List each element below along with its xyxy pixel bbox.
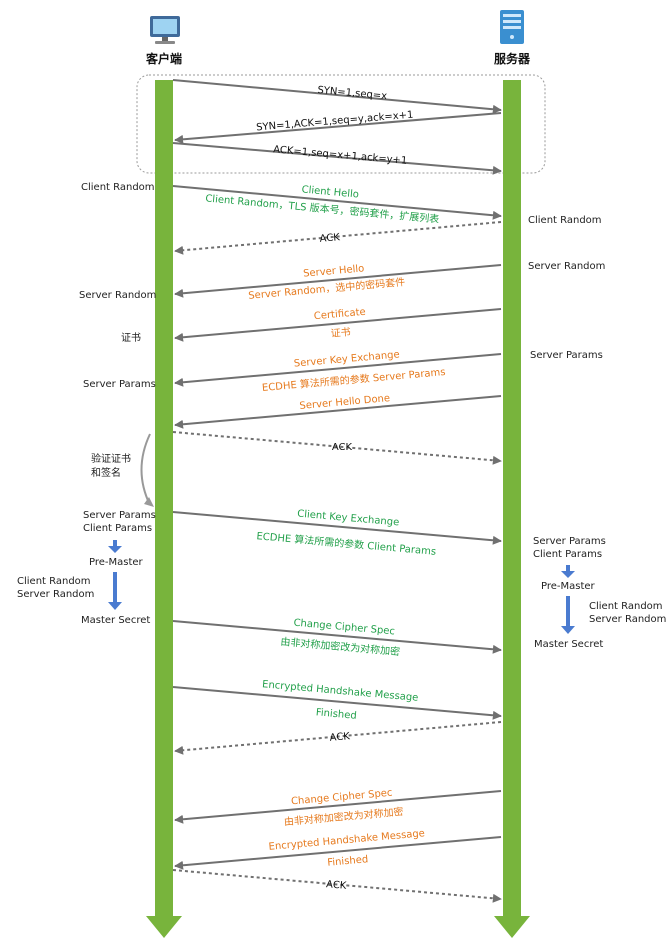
server-note-client-random: Client Random: [528, 215, 602, 226]
server-title: 服务器: [494, 51, 531, 66]
message-client-key-exchange: Client Key Exchange ECDHE 算法所需的参数 Client…: [172, 509, 502, 558]
svg-text:Client Key Exchange: Client Key Exchange: [297, 509, 400, 529]
verify-cert-note: 验证证书 和签名: [91, 433, 154, 507]
svg-text:ACK: ACK: [329, 731, 351, 744]
svg-text:Certificate: Certificate: [313, 307, 366, 322]
svg-text:Change Cipher Spec: Change Cipher Spec: [293, 618, 395, 638]
svg-text:Encrypted Handshake Message: Encrypted Handshake Message: [268, 828, 425, 853]
message-ack-4: ACK: [172, 869, 502, 903]
client-lifeline: [146, 80, 182, 938]
message-ack-3: ACK: [174, 721, 502, 755]
server-note-server-params: Server Params: [530, 350, 603, 361]
svg-text:Client Random: Client Random: [17, 576, 91, 587]
message-ack-2: ACK: [172, 431, 502, 465]
client-note-pre-master: Pre-Master: [89, 557, 144, 568]
message-ack: ACK=1,seq=x+1,ack=y+1: [172, 142, 502, 175]
svg-text:Client Random: Client Random: [589, 601, 663, 612]
client-randoms-note: Client Random Server Random: [17, 576, 94, 600]
svg-text:Server Random，选中的密码套件: Server Random，选中的密码套件: [248, 275, 406, 302]
svg-text:ACK: ACK: [326, 879, 348, 892]
message-server-key-exchange: Server Key Exchange ECDHE 算法所需的参数 Server…: [174, 349, 502, 394]
message-server-hello-done: Server Hello Done: [174, 393, 502, 429]
svg-text:Server Params: Server Params: [533, 536, 606, 547]
svg-text:Server Key Exchange: Server Key Exchange: [293, 349, 400, 369]
message-syn-ack: SYN=1,ACK=1,seq=y,ack=x+1: [174, 110, 502, 144]
svg-text:Server Random: Server Random: [17, 589, 94, 600]
server-down-arrow-2: [561, 596, 575, 634]
svg-text:SYN=1,seq=x: SYN=1,seq=x: [317, 85, 388, 102]
server-note-server-random: Server Random: [528, 261, 605, 272]
client-note-client-random: Client Random: [81, 182, 155, 193]
svg-text:ECDHE 算法所需的参数 Server Params: ECDHE 算法所需的参数 Server Params: [261, 365, 446, 394]
message-ack-1: ACK: [174, 221, 502, 255]
server-note-pre-master: Pre-Master: [541, 581, 596, 592]
svg-text:Client Params: Client Params: [533, 549, 602, 560]
client-note-master-secret: Master Secret: [81, 615, 150, 626]
server-icon: [500, 10, 524, 44]
svg-text:Server Hello: Server Hello: [303, 263, 365, 279]
message-finished-server: Encrypted Handshake Message Finished: [174, 828, 502, 870]
server-params-note: Server Params Client Params: [533, 536, 606, 560]
message-change-cipher-spec-server: Change Cipher Spec 由非对称加密改为对称加密: [174, 788, 502, 828]
svg-text:证书: 证书: [330, 326, 351, 340]
message-server-hello: Server Hello Server Random，选中的密码套件: [174, 263, 502, 302]
svg-text:SYN=1,ACK=1,seq=y,ack=x+1: SYN=1,ACK=1,seq=y,ack=x+1: [256, 110, 414, 134]
message-certificate: Certificate 证书: [174, 307, 502, 342]
svg-text:ACK: ACK: [319, 232, 341, 245]
svg-text:Client Params: Client Params: [83, 523, 152, 534]
svg-text:Server Params: Server Params: [83, 510, 156, 521]
message-finished-client: Encrypted Handshake Message Finished: [172, 679, 502, 722]
message-syn: SYN=1,seq=x: [172, 79, 502, 114]
svg-text:Server Random: Server Random: [589, 614, 666, 625]
client-title: 客户端: [145, 51, 182, 66]
svg-text:和签名: 和签名: [91, 466, 121, 479]
client-down-arrow-2: [108, 572, 122, 610]
client-note-certificate: 证书: [121, 332, 141, 344]
tcp-handshake-box: [136, 74, 546, 174]
svg-text:ACK: ACK: [332, 442, 353, 453]
svg-text:ACK=1,seq=x+1,ack=y+1: ACK=1,seq=x+1,ack=y+1: [273, 144, 408, 166]
svg-text:由非对称加密改为对称加密: 由非对称加密改为对称加密: [280, 635, 401, 658]
message-change-cipher-spec-client: Change Cipher Spec 由非对称加密改为对称加密: [172, 618, 502, 658]
server-randoms-note: Client Random Server Random: [589, 601, 666, 625]
client-down-arrow-1: [108, 540, 122, 553]
svg-text:Encrypted Handshake Message: Encrypted Handshake Message: [262, 679, 419, 704]
svg-text:Finished: Finished: [315, 707, 357, 722]
monitor-icon: [150, 16, 180, 44]
server-note-master-secret: Master Secret: [534, 639, 603, 650]
svg-text:Finished: Finished: [327, 854, 369, 869]
client-note-server-params: Server Params: [83, 379, 156, 390]
server-down-arrow-1: [561, 565, 575, 578]
client-params-note: Server Params Client Params: [83, 510, 156, 534]
message-client-hello: Client Hello Client Random，TLS 版本号，密码套件，…: [172, 184, 502, 226]
svg-text:验证证书: 验证证书: [91, 452, 131, 465]
client-note-server-random: Server Random: [79, 290, 156, 301]
svg-text:Client Hello: Client Hello: [301, 184, 359, 200]
server-lifeline: [494, 80, 530, 938]
